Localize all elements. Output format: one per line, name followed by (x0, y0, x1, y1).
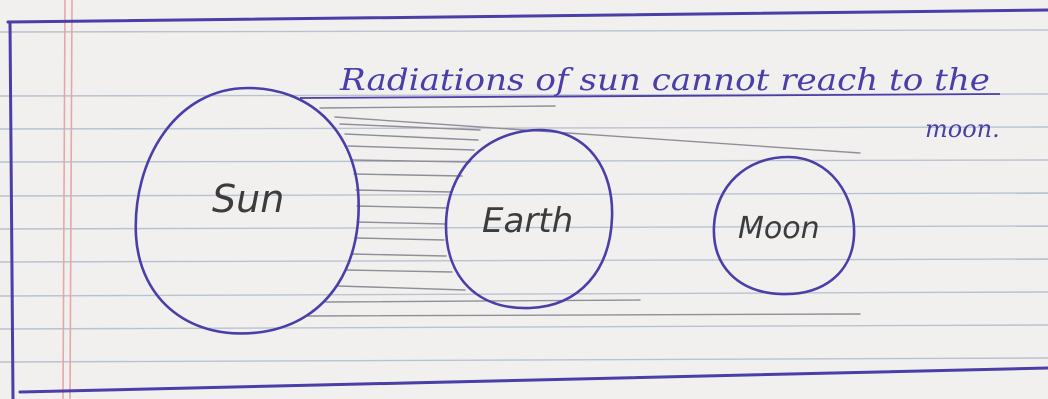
ray-line (339, 123, 481, 131)
radiation-rays (307, 105, 861, 317)
ruled-line (0, 324, 1048, 330)
caption-strike (299, 93, 1001, 99)
ray-line (351, 253, 447, 257)
ruled-line (0, 291, 1048, 297)
ray-line (307, 313, 861, 317)
earth-label: Earth (482, 201, 573, 241)
caption-line-2: moon. (925, 115, 1000, 143)
ray-line (334, 116, 861, 154)
ray-line (337, 285, 466, 291)
ruled-line (0, 126, 1048, 130)
border-bottom (18, 366, 1048, 394)
border-box (6, 8, 1048, 399)
ray-line (356, 221, 446, 225)
moon-body: Moon (712, 155, 856, 296)
ruled-line (0, 225, 1048, 230)
border-top (6, 8, 1048, 24)
ray-line (347, 145, 475, 151)
caption-underline (299, 93, 1001, 99)
ruled-lines (0, 29, 1048, 363)
margin-line (62, 0, 66, 399)
moon-circle (712, 155, 856, 296)
ray-line (351, 159, 471, 163)
ray-line (354, 237, 445, 241)
sun-circle (134, 86, 360, 335)
ruled-line (0, 258, 1048, 263)
ray-line (355, 189, 453, 193)
earth-body: Earth (444, 128, 614, 310)
ray-line (346, 269, 453, 273)
earth-circle (444, 128, 614, 310)
ray-line (356, 205, 449, 209)
ruled-line (0, 159, 1048, 163)
ray-line (353, 173, 463, 177)
caption-line-1: Radiations of sun cannot reach to the (339, 63, 990, 98)
ruled-line (0, 29, 1048, 33)
sun-label: Sun (212, 177, 284, 221)
ruled-line (0, 192, 1048, 197)
border-left (8, 20, 15, 399)
moon-label: Moon (738, 211, 820, 246)
margin-line (69, 0, 73, 399)
ruled-line (0, 357, 1048, 363)
sun-body: Sun (134, 86, 360, 335)
ray-line (325, 299, 641, 303)
ray-line (319, 105, 556, 109)
ray-line (344, 133, 479, 141)
margin-lines (62, 0, 73, 399)
